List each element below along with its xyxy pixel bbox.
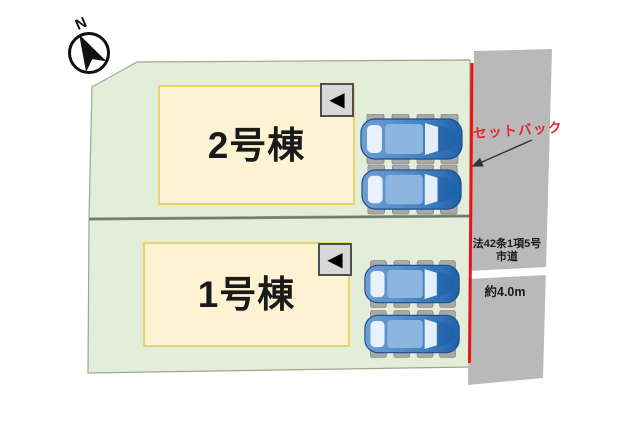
road-width-label: 約4.0m	[484, 285, 526, 299]
north-compass-icon: N	[68, 14, 110, 74]
setback-arrow-icon	[471, 139, 533, 167]
road-designation-label: 法42条1項5号 市道	[468, 238, 546, 264]
car-icon	[360, 114, 463, 165]
left-triangle-icon: ◀	[327, 248, 343, 271]
building-unit1-label: 1号棟	[197, 274, 296, 315]
entrance-marker-unit1: ◀	[318, 243, 352, 276]
setback-line	[468, 62, 474, 364]
road-designation-line1: 法42条1項5号	[472, 238, 542, 250]
building-unit2-label: 2号棟	[207, 124, 306, 166]
car-icon	[364, 260, 460, 308]
road-area	[468, 49, 552, 385]
road-break	[468, 267, 546, 279]
parcel-divider-line	[88, 215, 471, 220]
entrance-marker-unit2: ◀	[320, 83, 354, 117]
compass-north-label: N	[73, 14, 90, 34]
car-icon	[361, 165, 462, 215]
road-designation-line2: 市道	[496, 250, 518, 263]
left-triangle-icon: ◀	[329, 89, 345, 111]
car-icon	[364, 310, 460, 358]
building-unit1: 1号棟	[143, 242, 350, 347]
